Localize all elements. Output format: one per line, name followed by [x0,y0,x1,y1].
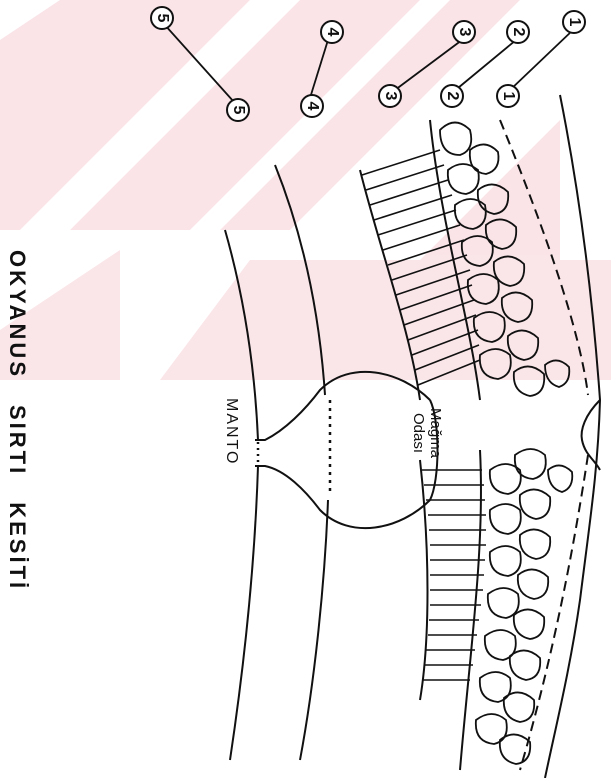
sheeted-dykes-lower [422,470,486,680]
marker-3-top: 3 [452,20,476,44]
marker-1-bottom: 1 [496,84,520,108]
title-word-2: SIRTI [5,405,30,476]
magma-chamber-label: Mağma Odası [410,408,444,458]
layer-4-boundary [275,165,328,760]
marker-1-top: 1 [562,10,586,34]
marker-4-top: 4 [320,20,344,44]
marker-5-top: 5 [150,6,174,30]
marker-4-bottom: 4 [300,94,324,118]
marker-5-bottom: 5 [226,98,250,122]
watermark [0,0,611,380]
mantle-label: MANTO [222,398,240,465]
marker-2-bottom: 2 [440,84,464,108]
magma-chamber-outline [255,372,430,528]
title-word-1: OKYANUS [5,250,30,379]
marker-3-bottom: 3 [378,84,402,108]
diagram-title: OKYANUS SIRTI KESİTİ [4,250,30,617]
title-word-3: KESİTİ [5,502,30,591]
marker-2-top: 2 [506,20,530,44]
